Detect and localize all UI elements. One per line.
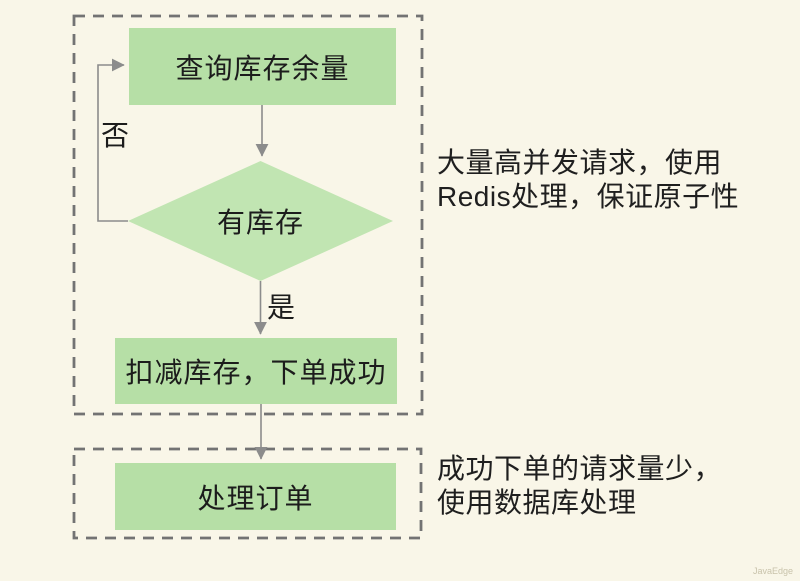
node-query-stock: 查询库存余量 — [129, 28, 396, 105]
node-process-order: 处理订单 — [115, 463, 396, 530]
decision-diamond-shape — [128, 161, 393, 281]
dashed-region-order — [72, 447, 423, 540]
edge-label-yes: 是 — [267, 292, 296, 323]
arrow-loop-no — [97, 58, 128, 222]
annotation-database-note: 成功下单的请求量少， 使用数据库处理 — [437, 453, 723, 518]
annotation-redis-note: 大量高并发请求，使用 Redis处理，保证原子性 — [437, 147, 740, 212]
edge-label-no: 否 — [101, 120, 130, 151]
decision-has-stock-label: 有库存 — [216, 207, 304, 238]
node-deduct-stock: 扣减库存，下单成功 — [115, 338, 397, 404]
dashed-region-high-concurrency — [72, 14, 424, 416]
watermark-text: JavaEdge — [752, 566, 793, 576]
